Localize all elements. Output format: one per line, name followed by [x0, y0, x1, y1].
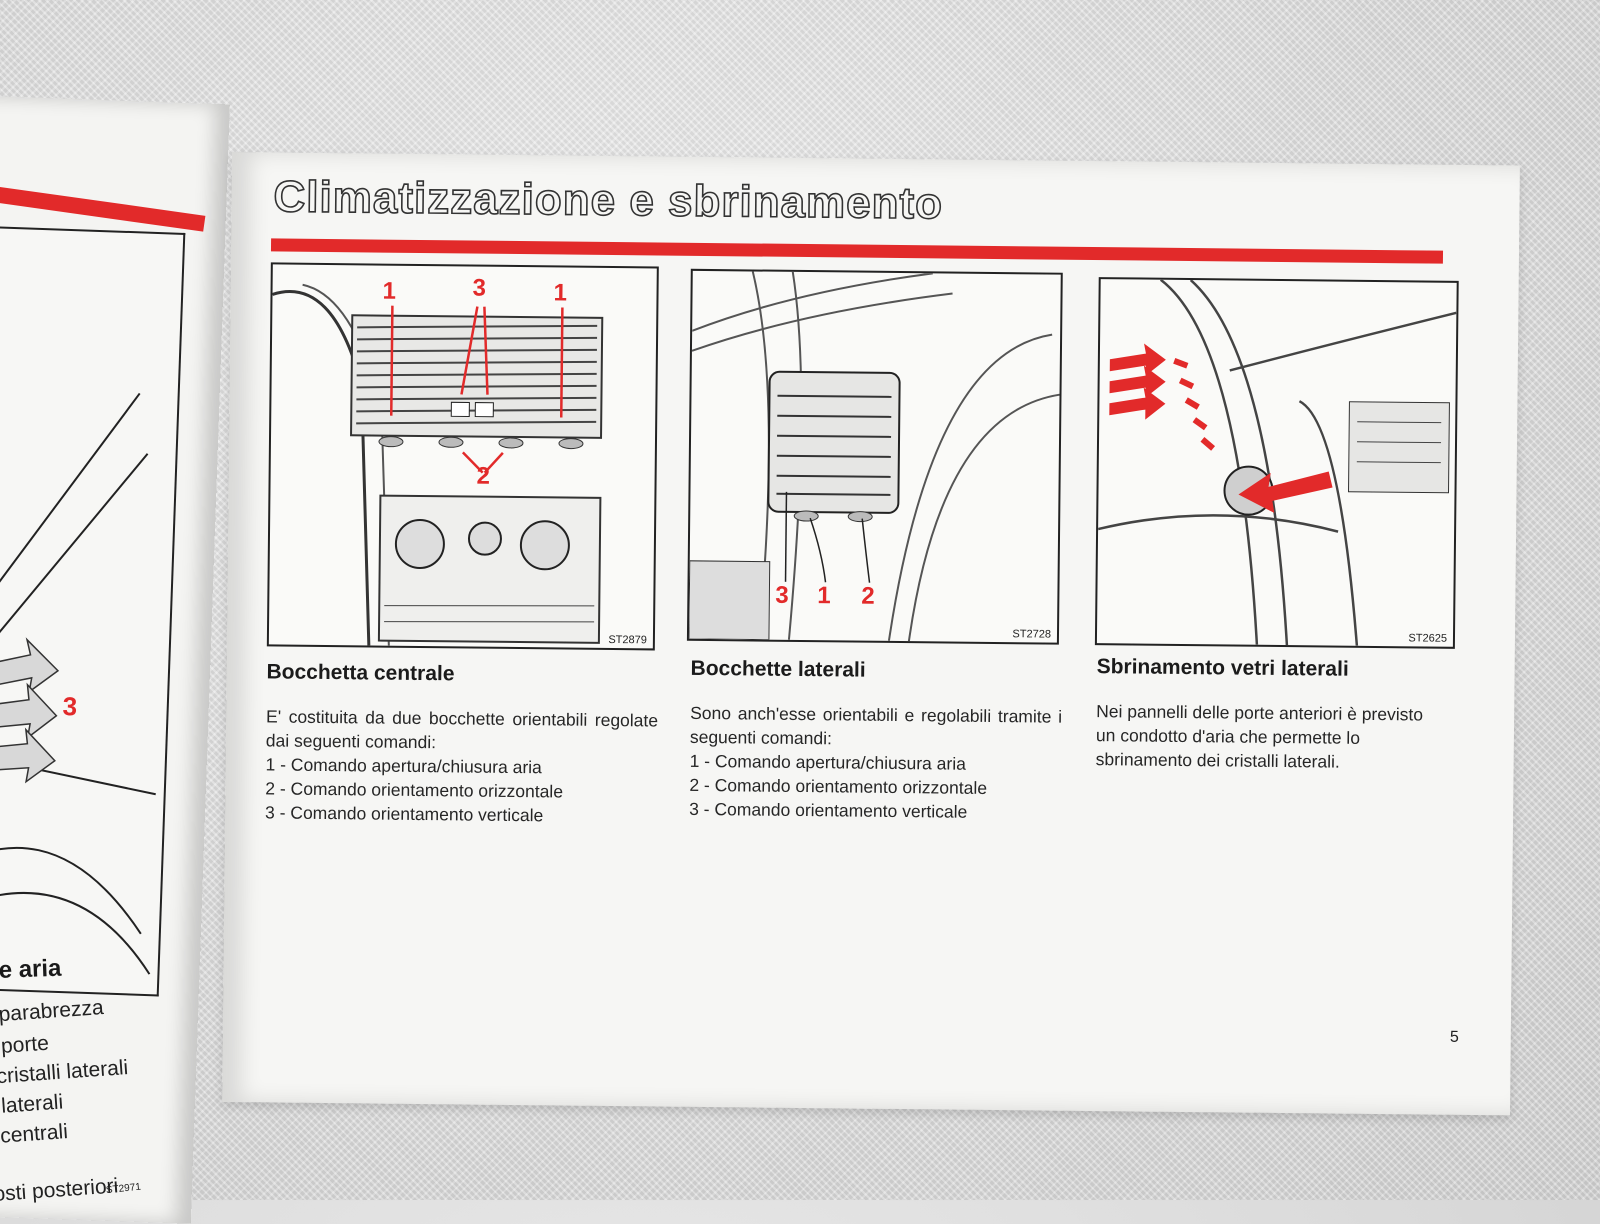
figure-side-vents: 3 1 2 ST2728	[686, 268, 1063, 645]
central-vent-illustration	[272, 283, 604, 646]
left-figure-code: ST2971	[105, 1181, 142, 1197]
left-line-1: nto parabrezza	[0, 995, 105, 1029]
section-body-side: Sono anch'esse orientabili e regolabili …	[689, 701, 1062, 825]
section-title-side: Bocchette laterali	[690, 656, 866, 682]
section-title-central: Bocchetta centrale	[266, 660, 455, 686]
left-callout-3: 3	[62, 690, 78, 722]
callout-3: 3	[472, 274, 487, 302]
left-line-4: aria laterali	[0, 1090, 64, 1121]
figure-code-ST2728: ST2728	[1010, 628, 1054, 641]
section-body-defrost: Nei pannelli delle porte anteriori è pre…	[1096, 699, 1433, 775]
callout-1-side: 1	[817, 582, 831, 610]
callout-3-side: 3	[775, 581, 789, 609]
left-page: 3 one aria nto parabrezza elle porte nto…	[0, 95, 230, 1224]
window-defrost-illustration	[1097, 279, 1457, 646]
section-intro-defrost: Nei pannelli delle porte anteriori è pre…	[1095, 701, 1424, 772]
callout-1-right: 1	[553, 279, 568, 307]
side-item-3: 3 - Comando orientamento verticale	[689, 798, 968, 822]
callout-2: 2	[476, 462, 491, 490]
central-item-3: 3 - Comando orientamento verticale	[264, 802, 544, 826]
left-line-2: elle porte	[0, 1031, 50, 1061]
figure-code-ST2625: ST2625	[1406, 632, 1450, 645]
figure-window-defrost: ST2625	[1094, 277, 1459, 649]
section-title-defrost: Sbrinamento vetri laterali	[1096, 655, 1349, 681]
callout-1-left: 1	[382, 277, 397, 305]
section-body-central: E' costituita da due bocchette orientabi…	[265, 704, 658, 828]
figure-code-ST2879: ST2879	[606, 633, 649, 647]
section-intro-central: E' costituita da due bocchette orientabi…	[265, 706, 659, 753]
figure-central-vent: 1 3 1 2 ST2879	[266, 262, 659, 651]
left-air-arrows	[0, 637, 60, 784]
left-illustration	[0, 392, 156, 975]
defrost-airflow-arrows	[1109, 343, 1333, 513]
page-number: 5	[1449, 1028, 1459, 1046]
left-line-5: aria centrali	[0, 1120, 69, 1151]
page-title: Climatizzazione e sbrinamento	[272, 172, 944, 230]
callout-2-side: 2	[861, 582, 875, 610]
title-red-bar	[270, 238, 1444, 264]
left-section-heading: one aria	[0, 954, 62, 985]
side-vents-illustration	[688, 271, 1060, 642]
left-red-bar	[0, 181, 206, 232]
left-line-7: er posti posteriori	[0, 1174, 119, 1208]
left-line-3: nto cristalli laterali	[0, 1056, 129, 1091]
left-figure	[0, 224, 186, 997]
section-intro-side: Sono anch'esse orientabili e regolabili …	[689, 702, 1063, 749]
manual-page: Climatizzazione e sbrinamento	[222, 152, 1520, 1116]
